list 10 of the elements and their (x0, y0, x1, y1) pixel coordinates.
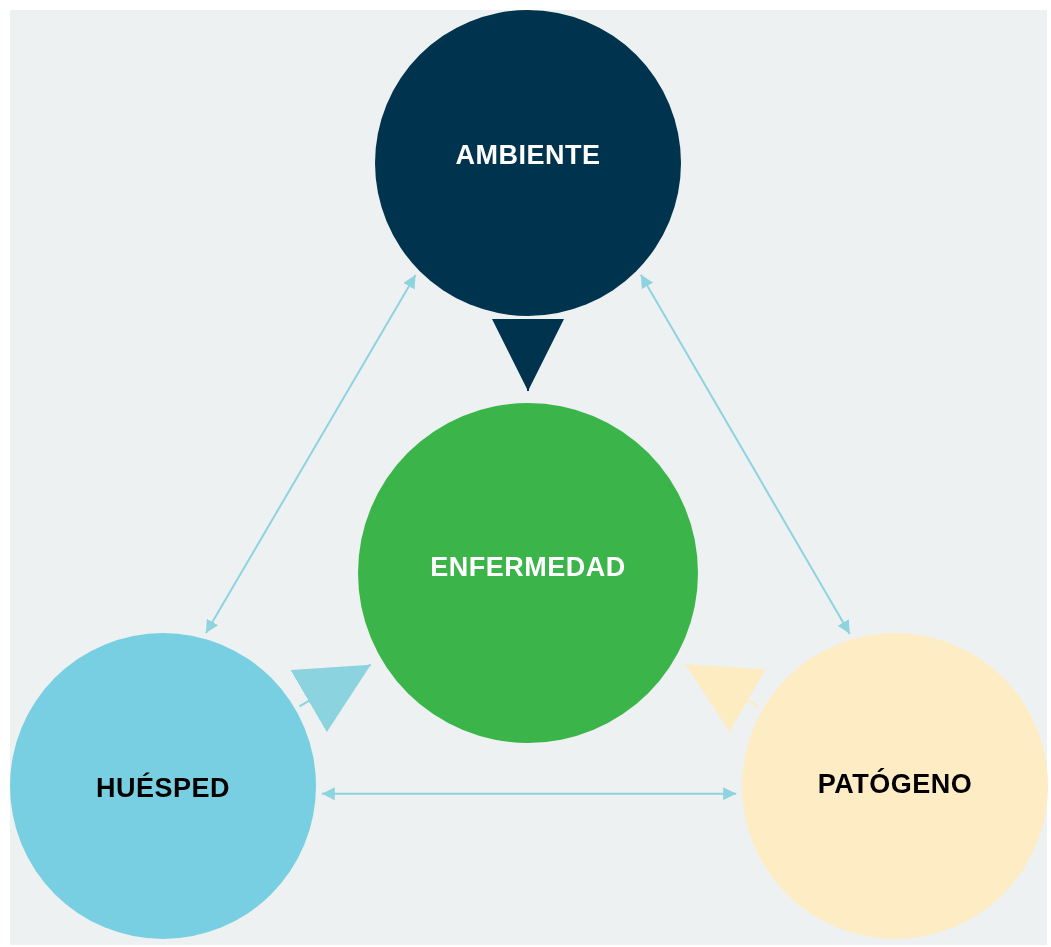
double-arrow (639, 273, 851, 635)
triangle-arrow (290, 663, 372, 733)
node-label: HUÉSPED (96, 772, 230, 804)
node-label: AMBIENTE (455, 139, 601, 171)
node-label: PATÓGENO (817, 768, 973, 800)
triangle-arrow (684, 663, 766, 732)
triangle-arrow (492, 319, 564, 392)
node-label: ENFERMEDAD (430, 551, 626, 583)
double-arrow (204, 274, 417, 635)
double-arrow (320, 787, 738, 801)
